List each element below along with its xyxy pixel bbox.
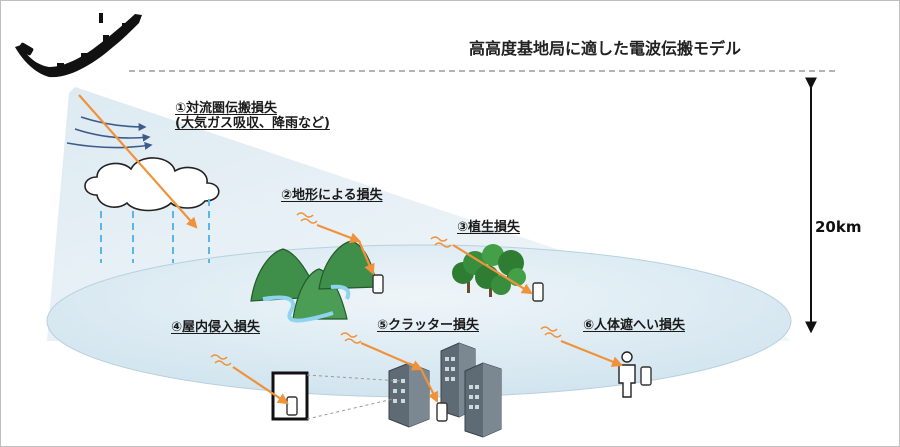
ray-1 <box>78 94 198 229</box>
loss-6-label: ⑥人体遮へい損失 <box>583 318 686 333</box>
rain-icon <box>100 199 210 263</box>
loss-3-label: ③植生損失 <box>457 220 521 235</box>
wind-icon <box>66 116 153 150</box>
person-icon <box>618 351 636 398</box>
altitude-label: 20km <box>815 218 862 236</box>
loss-4-label: ④屋内侵入損失 <box>171 320 261 335</box>
cloud-icon <box>84 157 220 212</box>
loss-1-label: ①対流圏伝搬損失 (大気ガス吸収、降雨など) <box>175 101 330 131</box>
tree-icon <box>452 244 526 297</box>
haps-aircraft-icon <box>15 13 142 78</box>
loss-rays <box>232 223 624 405</box>
building-icon <box>388 342 502 438</box>
loss-5-label: ⑤クラッター損失 <box>377 318 480 333</box>
smartphone-icon <box>286 274 652 422</box>
loss-2-label: ②地形による損失 <box>281 188 383 203</box>
wave-icon <box>210 212 562 366</box>
page-title: 高高度基地局に適した電波伝搬モデル <box>469 39 742 58</box>
